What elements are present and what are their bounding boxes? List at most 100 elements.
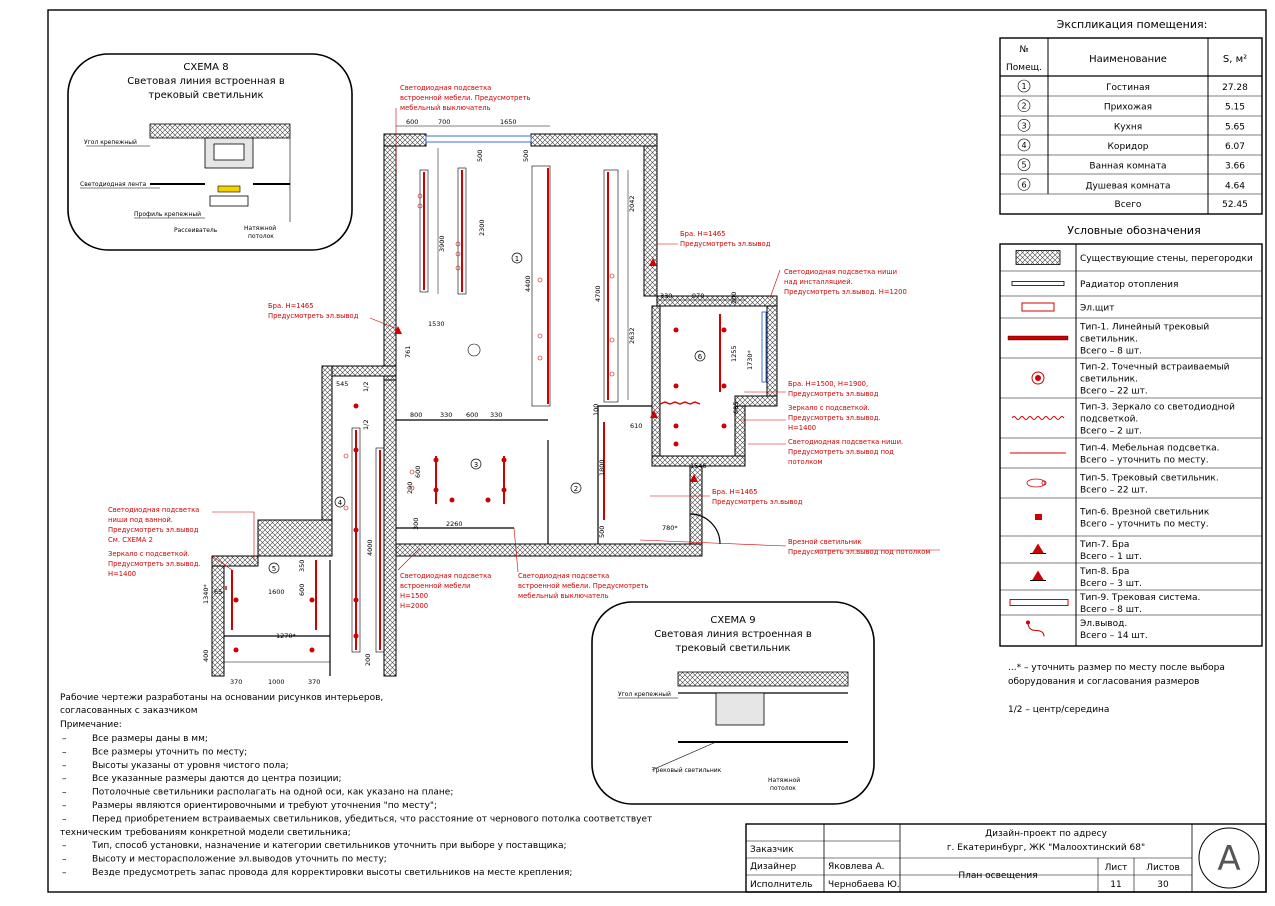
track-system-icon (1009, 599, 1069, 606)
callout-text: Предусмотреть эл.вывод (712, 498, 803, 506)
note-item: Размеры являются ориентировочными и треб… (92, 801, 437, 811)
schema-8-label: Светодиодная лента (80, 181, 147, 188)
dimension-value: 330 (490, 411, 502, 419)
note-bullet: – (62, 788, 67, 798)
room-number: 4 (1021, 141, 1026, 150)
power-outlet-icon (1026, 620, 1045, 637)
callout-text: ниши под ванной. (108, 516, 173, 524)
dimension-value: 1340* (202, 583, 210, 604)
callout-text: мебельный выключатель (518, 592, 609, 600)
schema-8-label: Натяжной (244, 225, 276, 232)
room-area: 4.64 (1225, 181, 1245, 191)
stamp-project: г. Екатеринбург, ЖК "Малоохтинский 68" (947, 843, 1145, 853)
callout-text: Предусмотреть эл.вывод. Н=1200 (784, 288, 907, 296)
header-number: № (1019, 45, 1028, 55)
room-name: Коридор (1108, 142, 1149, 152)
dimension-value: 4000 (366, 539, 374, 556)
legend-label: Тип-1. Линейный трековый (1079, 323, 1209, 333)
room-area: 27.28 (1222, 83, 1248, 93)
callout-text: Предусмотреть эл.вывод под потолком (788, 548, 930, 556)
dimension-value: 500 (522, 150, 530, 162)
dimension-value: 800 (410, 411, 422, 419)
schema-8-subtitle: трековый светильник (148, 90, 263, 101)
dimension-values: 600 700 1650 500 500 3900 2300 4400 4700… (202, 118, 754, 686)
stamp-executor-name: Чернобаева Ю. (828, 880, 900, 890)
dimension-value: 370 (308, 678, 320, 686)
note-item: техническим требованиям конкретной модел… (60, 828, 351, 838)
note-item: Потолочные светильники располагать на од… (92, 788, 453, 798)
room-markers (268, 252, 706, 574)
side-note: оборудования и согласования размеров (1008, 677, 1199, 687)
header-name: Наименование (1089, 54, 1167, 65)
note-bullet: – (62, 761, 67, 771)
stamp-project: Дизайн-проект по адресу (985, 829, 1108, 839)
callout-text: Бра. Н=1465 (680, 230, 726, 238)
stamp-designer-label: Дизайнер (750, 862, 796, 872)
stamp-sheets-label: Листов (1146, 863, 1180, 873)
legend-label: Эл.щит (1080, 304, 1114, 314)
track-lights (231, 168, 721, 650)
room-number-circle (1017, 178, 1031, 191)
note-bullet: – (62, 747, 67, 757)
callout-text: встроенной мебели. Предусмотреть (518, 582, 649, 590)
room-number: 1 (515, 255, 519, 263)
room-area: 5.15 (1225, 103, 1245, 113)
recessed-spot-icon (1031, 371, 1045, 385)
legend-label: Тип-6. Врезной светильник (1079, 508, 1210, 518)
callout-text: потолком (788, 458, 822, 466)
callout-text: Предусмотреть эл.вывод. (108, 560, 201, 568)
legend-label: Тип-5. Трековый светильник. (1079, 474, 1219, 484)
dimension-value: 600 (414, 466, 422, 478)
dimension-value: 1530 (428, 320, 445, 328)
legend-label: Всего – 2 шт. (1080, 427, 1142, 437)
dimension-value: 600 (298, 584, 306, 596)
room-name: Прихожая (1104, 103, 1152, 113)
stamp-sheet-label: Лист (1105, 863, 1128, 873)
hatched-wall-icon (1015, 250, 1061, 265)
dimension-value: 1600 (268, 588, 285, 596)
callout-text: Н=1400 (108, 570, 136, 578)
track-outlines (351, 165, 619, 653)
note-item: Высоты указаны от уровня чистого пола; (92, 761, 289, 771)
legend-label: Существующие стены, перегородки (1080, 254, 1253, 264)
legend-label: Тип-3. Зеркало со светодиодной (1079, 403, 1235, 413)
room-number-circle (1017, 138, 1031, 152)
callout-text: Зеркало с подсветкой. (108, 550, 190, 558)
legend-label: Тип-2. Точечный встраиваемый (1079, 363, 1230, 373)
room-number: 6 (1021, 180, 1026, 189)
side-note: 1/2 – центр/середина (1008, 705, 1109, 715)
legend-label: Тип-7. Бра (1079, 540, 1129, 550)
legend-label: Всего – 3 шт. (1080, 579, 1142, 589)
dimension-value: 2300 (478, 219, 486, 236)
total-label: Всего (1115, 200, 1142, 210)
dimension-value: 1000 (268, 678, 285, 686)
callout-text: Предусмотреть эл.вывод (108, 526, 199, 534)
dimension-value: 970 (692, 292, 704, 300)
stamp-sheets-number: 30 (1157, 880, 1169, 890)
note-bullet: – (62, 855, 67, 865)
dimension-value: 1730* (746, 349, 754, 370)
schema-9-subtitle: Световая линия встроенная в (654, 629, 812, 640)
radiator-icon (1011, 281, 1065, 286)
legend-label: светильник. (1080, 335, 1138, 345)
note-bullet: – (62, 868, 67, 878)
room-number-circle (1017, 79, 1031, 93)
callout-text: Светодиодная подсветка ниши (784, 268, 897, 276)
callout-text: Предусмотреть эл.вывод (788, 390, 879, 398)
room-number: 5 (272, 565, 276, 573)
schema-9-subtitle: трековый светильник (675, 643, 790, 654)
callout-text: См. СХЕМА 2 (108, 536, 153, 544)
dimension-value: 610 (630, 422, 642, 430)
general-notes: Рабочие чертежи разработаны на основании… (60, 693, 652, 878)
sconce-1-icon (1030, 543, 1046, 554)
explication-title: Экспликация помещения: (1057, 18, 1208, 31)
legend-label: Всего – уточнить по месту. (1080, 520, 1209, 530)
legend-label: Эл.вывод. (1080, 619, 1127, 629)
room-numbers: 1 2 3 4 5 6 (272, 255, 703, 573)
sconce-3-icon (1030, 570, 1046, 581)
dimension-value: 100 (592, 404, 600, 416)
center-mark: 1/2 (362, 420, 370, 430)
schema-9-detail: СХЕМА 9 Световая линия встроенная в трек… (591, 601, 875, 805)
callout-text: Н=1500 (400, 592, 428, 600)
